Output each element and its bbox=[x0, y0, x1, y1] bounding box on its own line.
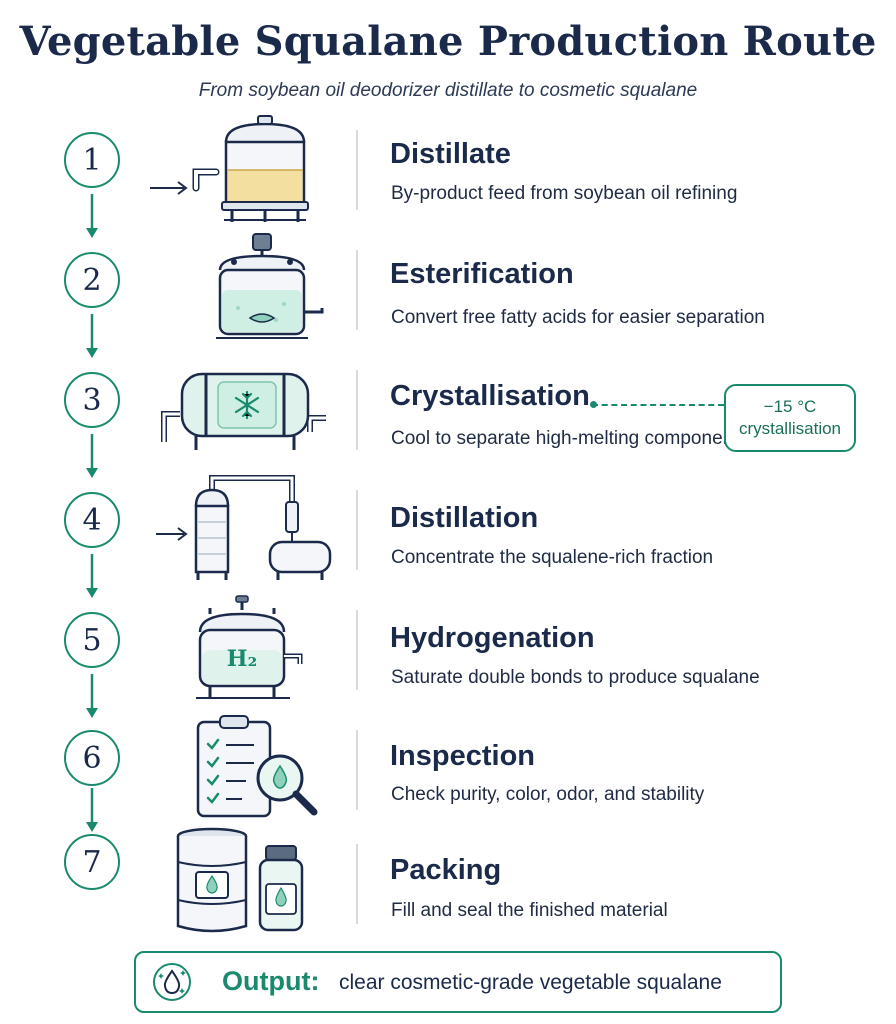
step-number-badge: 6 bbox=[64, 730, 120, 786]
step-number-badge: 7 bbox=[64, 834, 120, 890]
down-arrow-icon bbox=[86, 788, 98, 832]
step-number-badge: 1 bbox=[64, 132, 120, 188]
note-temperature: −15 °C bbox=[763, 397, 817, 416]
step-number-badge: 2 bbox=[64, 252, 120, 308]
distillation-column-icon bbox=[156, 475, 332, 580]
down-arrow-icon bbox=[86, 194, 98, 238]
hydrogenation-reactor-icon: H₂ bbox=[196, 595, 303, 699]
page-subtitle: From soybean oil deodorizer distillate t… bbox=[198, 80, 698, 101]
reactor-icon bbox=[216, 233, 324, 339]
step-divider bbox=[356, 844, 358, 924]
step-divider bbox=[356, 610, 358, 690]
step-title: Crystallisation bbox=[390, 380, 590, 412]
step-3: 3 Crystallisation Cool to separate high-… bbox=[0, 350, 896, 470]
step-divider bbox=[356, 370, 358, 450]
tank-icon bbox=[150, 115, 309, 222]
step-description: Saturate double bonds to produce squalan… bbox=[391, 667, 760, 688]
down-arrow-icon bbox=[86, 554, 98, 598]
step-6: 6 Inspection Check purity, color, odor, … bbox=[0, 710, 896, 830]
step-number-badge: 3 bbox=[64, 372, 120, 428]
step-1: 1 Distillate By-product feed from soybea… bbox=[0, 110, 896, 230]
drum-bottle-icon bbox=[176, 827, 304, 933]
step-5: 5 H₂ Hydrogenation Saturate double bonds… bbox=[0, 590, 896, 710]
down-arrow-icon bbox=[86, 314, 98, 358]
hydrogen-label: H₂ bbox=[227, 646, 257, 672]
step-number-badge: 4 bbox=[64, 492, 120, 548]
step-title: Packing bbox=[390, 854, 502, 886]
step-title: Distillate bbox=[390, 138, 511, 170]
output-text: clear cosmetic-grade vegetable squalane bbox=[339, 971, 722, 994]
step-divider bbox=[356, 250, 358, 330]
step-number-badge: 5 bbox=[64, 612, 120, 668]
step-title: Hydrogenation bbox=[390, 622, 595, 654]
step-title: Distillation bbox=[390, 502, 539, 534]
temperature-note: −15 °C crystallisation bbox=[724, 384, 856, 452]
step-divider bbox=[356, 130, 358, 210]
crystallizer-icon bbox=[161, 372, 326, 450]
step-description: Cool to separate high-melting components bbox=[391, 428, 748, 449]
step-title: Inspection bbox=[390, 740, 536, 772]
clipboard-magnifier-icon bbox=[196, 715, 318, 818]
output-label: Output: bbox=[222, 966, 320, 996]
step-description: By-product feed from soybean oil refinin… bbox=[391, 183, 738, 204]
down-arrow-icon bbox=[86, 434, 98, 478]
note-label: crystallisation bbox=[738, 419, 842, 438]
output-banner: Output: clear cosmetic-grade vegetable s… bbox=[134, 951, 782, 1013]
down-arrow-icon bbox=[86, 674, 98, 718]
step-title: Esterification bbox=[390, 258, 574, 290]
note-connector-line bbox=[592, 404, 724, 406]
step-divider bbox=[356, 730, 358, 810]
step-7: 7 Packing Fill and seal the finished mat… bbox=[0, 826, 896, 946]
step-4: 4 Distillation Concentrate the squalene-… bbox=[0, 470, 896, 590]
page-title: Vegetable Squalane Production Route bbox=[19, 18, 877, 65]
step-description: Concentrate the squalene-rich fraction bbox=[391, 547, 714, 568]
step-2: 2 Esterification Convert free fatty acid… bbox=[0, 230, 896, 350]
step-description: Check purity, color, odor, and stability bbox=[391, 784, 705, 805]
step-divider bbox=[356, 490, 358, 570]
step-description: Convert free fatty acids for easier sepa… bbox=[391, 307, 765, 328]
droplet-sparkle-icon bbox=[153, 963, 191, 1001]
step-description: Fill and seal the finished material bbox=[391, 900, 668, 921]
